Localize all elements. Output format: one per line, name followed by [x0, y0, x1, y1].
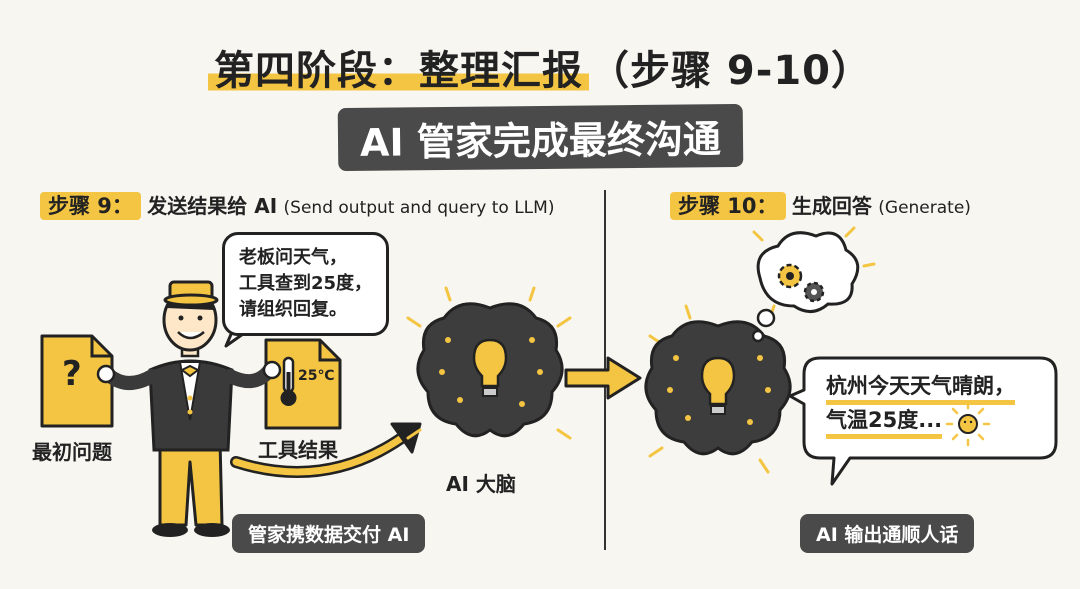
bubble-line-3: 请组织回复。	[239, 299, 347, 320]
step10-caption: AI 输出通顺人话	[800, 514, 975, 553]
step10-tag: 步骤 10：	[670, 192, 786, 220]
thermometer-reading: 25℃	[298, 368, 335, 384]
butler-character-icon	[96, 280, 282, 537]
process-arrow-icon	[564, 356, 642, 400]
answer-line-2: 气温25度...	[826, 408, 943, 439]
answer-bubble-shape	[788, 356, 1058, 486]
question-document-icon	[40, 334, 114, 428]
ai-brain-generate-icon	[644, 304, 792, 474]
step9-heading: 步骤 9： 发送结果给 AI (Send output and query to…	[40, 190, 554, 220]
brain-label: AI 大脑	[446, 472, 516, 496]
step9-tag: 步骤 9：	[40, 192, 141, 220]
step9-caption: 管家携数据交付 AI	[232, 514, 426, 553]
question-doc-label: 最初问题	[32, 440, 112, 464]
ai-brain-icon	[406, 286, 572, 440]
sun-icon	[945, 401, 991, 447]
title-step-range: （步骤 9-10）	[588, 48, 873, 94]
answer-text: 杭州今天天气晴朗， 气温25度...	[826, 372, 1015, 439]
tool-doc-label: 工具结果	[258, 438, 338, 462]
question-mark: ?	[62, 354, 82, 394]
bubble-line-1: 老板问天气，	[239, 247, 347, 268]
step10-english: (Generate)	[878, 198, 971, 218]
bubble-line-2: 工具查到25度，	[239, 273, 373, 294]
step9-english: (Send output and query to LLM)	[283, 198, 555, 218]
page-title: 第四阶段：整理汇报（步骤 9-10）	[0, 38, 1080, 96]
butler-speech-bubble: 老板问天气， 工具查到25度， 请组织回复。	[222, 232, 390, 336]
thinking-gears-icon	[751, 226, 876, 343]
step10-heading: 步骤 10： 生成回答 (Generate)	[670, 190, 971, 220]
thermometer-icon	[280, 356, 297, 406]
step10-title: 生成回答	[791, 194, 872, 218]
step9-title: 发送结果给 AI	[147, 194, 278, 218]
tool-result-document-icon	[264, 338, 342, 430]
title-highlight: 第四阶段：整理汇报	[207, 48, 589, 94]
answer-line-1: 杭州今天天气晴朗，	[826, 374, 1015, 405]
